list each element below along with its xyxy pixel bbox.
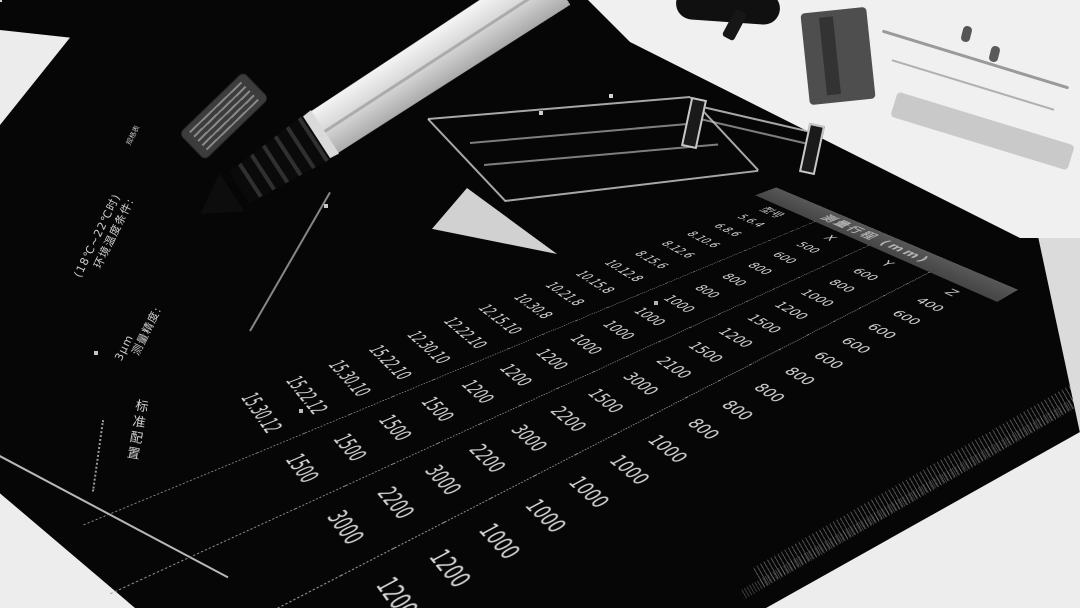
page-fold-highlight: [249, 192, 331, 332]
machine-drawing-rail: [470, 122, 699, 144]
machine-drawing-rail: [484, 144, 718, 166]
spec-table: 型号XYZ 5.6.45006004006.8.66008006008.10.6…: [56, 195, 997, 608]
machine-drawing-line: [428, 96, 690, 120]
machine-drawing-line: [505, 170, 758, 202]
note-accuracy-label: 测量精度:: [128, 304, 165, 358]
paper-corner-top-left: [0, 30, 70, 125]
machine-photo-column: [800, 7, 875, 105]
page-caption: 规格表: [124, 124, 142, 147]
dust-specks: [0, 0, 2, 2]
spec-table-body: 5.6.45006004006.8.66008006008.10.6800100…: [56, 203, 975, 608]
tabletop-corner: [740, 420, 1080, 608]
spec-sheet: 测量行程 (mm) 型号XYZ 5.6.45006004006.8.660080…: [56, 187, 1018, 608]
machine-drawing-post: [681, 97, 707, 149]
